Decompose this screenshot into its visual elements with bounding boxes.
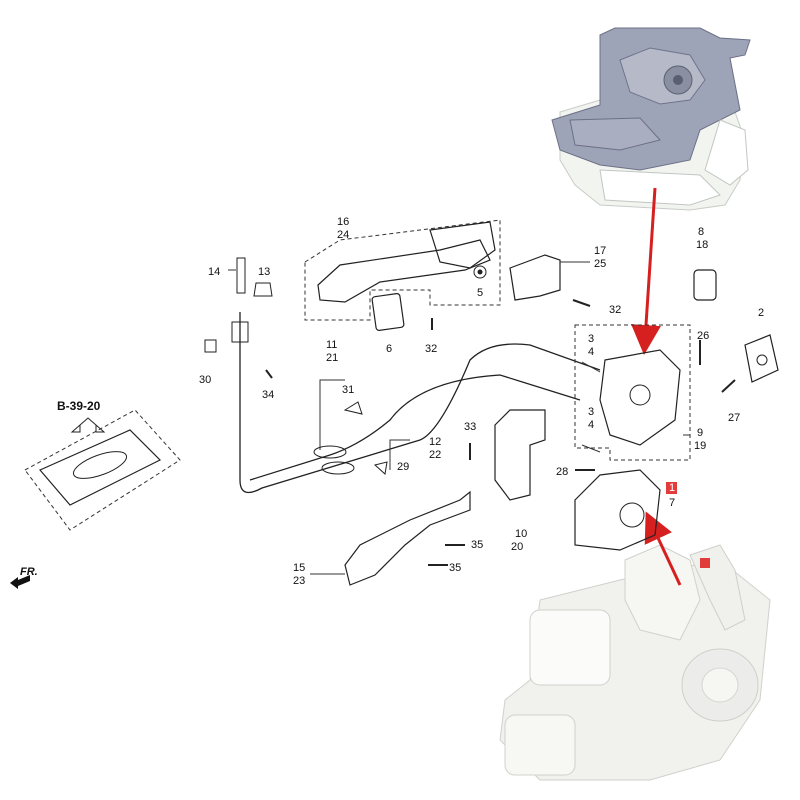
part-label-19: 19 (694, 440, 707, 452)
part-label-15: 15 (293, 562, 306, 574)
part-label-28: 28 (556, 466, 569, 478)
part-label-23: 23 (293, 575, 306, 587)
part-label-17: 17 (594, 245, 607, 257)
part-label-3-a: 3 (588, 333, 595, 345)
part-label-5: 5 (477, 287, 484, 299)
part-label-22: 22 (429, 449, 442, 461)
part-label-35-b: 35 (449, 562, 462, 574)
part-label-32-b: 32 (609, 304, 622, 316)
part-label-27: 27 (728, 412, 741, 424)
highlight-marker (666, 482, 677, 494)
part-label-4-a: 4 (588, 346, 595, 358)
part-label-3-b: 3 (588, 406, 595, 418)
part-label-4-b: 4 (588, 419, 595, 431)
part-label-1: 1 (669, 482, 676, 494)
part-label-13: 13 (258, 266, 271, 278)
part-label-31: 31 (342, 384, 355, 396)
part-label-9: 9 (697, 427, 704, 439)
part-label-14: 14 (208, 266, 221, 278)
part-label-24: 24 (337, 229, 350, 241)
latch-photo (551, 27, 751, 211)
front-marker: FR. (20, 566, 38, 578)
part-label-10: 10 (515, 528, 528, 540)
part-label-35-a: 35 (471, 539, 484, 551)
part-label-6: 6 (386, 343, 393, 355)
part-label-16: 16 (337, 216, 350, 228)
part-label-2: 2 (758, 307, 765, 319)
part-label-11: 11 (326, 339, 338, 351)
part-label-12: 12 (429, 436, 442, 448)
part-label-18: 18 (696, 239, 709, 251)
part-label-7: 7 (669, 497, 676, 509)
callout-arrow-latch (631, 187, 661, 355)
part-label-25: 25 (594, 258, 607, 270)
part-label-33: 33 (464, 421, 477, 433)
part-label-32-a: 32 (425, 343, 438, 355)
part-label-21: 21 (326, 352, 339, 364)
reference-code: B-39-20 (57, 399, 101, 413)
part-label-8: 8 (698, 226, 705, 238)
part-label-26: 26 (697, 330, 710, 342)
part-label-29: 29 (397, 461, 410, 473)
part-label-20: 20 (511, 541, 524, 553)
part-label-30: 30 (199, 374, 212, 386)
actuator-photo (499, 544, 771, 781)
callout-arrow-actuator (644, 511, 682, 586)
part-label-34: 34 (262, 389, 275, 401)
